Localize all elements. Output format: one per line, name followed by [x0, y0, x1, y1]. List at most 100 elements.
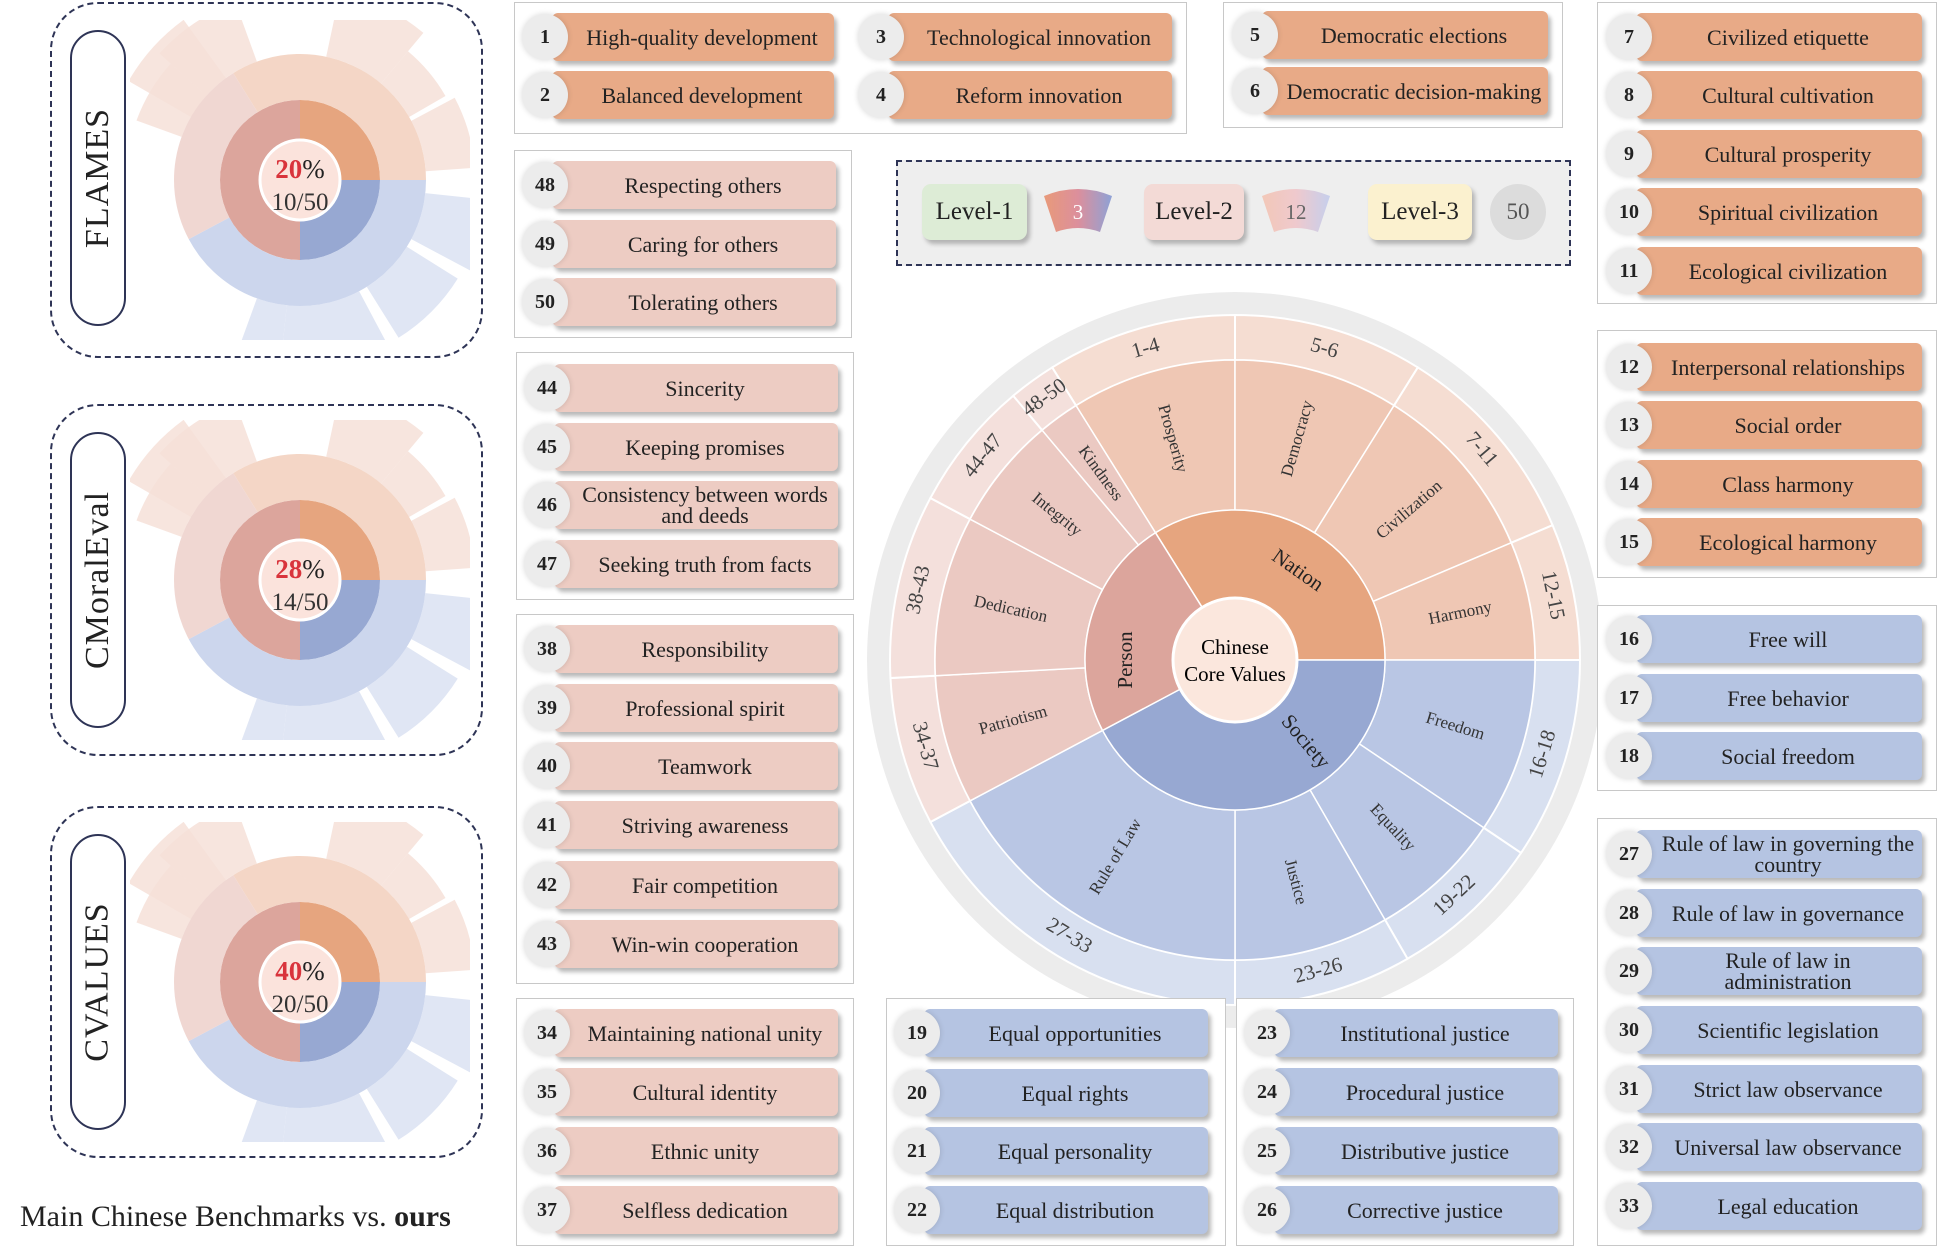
value-item-label: Equal opportunities: [924, 1009, 1208, 1057]
value-item-label: Class harmony: [1636, 460, 1922, 508]
value-item-label: Cultural prosperity: [1636, 130, 1922, 178]
value-item-number: 36: [524, 1128, 570, 1174]
benchmark-percent-sign: %: [302, 956, 325, 986]
value-item-number: 4: [858, 72, 904, 118]
value-item-number: 42: [524, 862, 570, 908]
legend-level-2-count: 12: [1286, 200, 1307, 224]
value-item-label: Corrective justice: [1274, 1186, 1558, 1234]
mini-outer-petal: [136, 463, 207, 537]
mini-mid-ring: [173, 875, 258, 1042]
wheel-center-line1: Chinese: [1201, 635, 1269, 659]
legend-level-3-count: 50: [1490, 184, 1546, 240]
value-item-label: Free will: [1636, 615, 1922, 663]
value-item-number: 10: [1606, 189, 1652, 235]
value-item-label: Social freedom: [1636, 732, 1922, 780]
value-item-label: Scientific legislation: [1636, 1006, 1922, 1054]
mini-outer-petal: [411, 995, 470, 1073]
mini-outer-petal: [241, 298, 287, 340]
mini-mid-ring: [188, 982, 426, 1108]
benchmark-label-cmoraleval: CMoralEval: [70, 432, 126, 728]
value-item-label: Reform innovation: [888, 71, 1172, 119]
figure-caption: Main Chinese Benchmarks vs. ours: [20, 1200, 451, 1234]
mini-outer-petal: [411, 497, 470, 572]
legend-level-3: Level-3: [1368, 184, 1472, 240]
mini-inner-ring: [300, 580, 380, 660]
mini-outer-petal: [366, 246, 458, 338]
value-item-number: 35: [524, 1069, 570, 1115]
value-item-number: 37: [524, 1187, 570, 1233]
value-item-number: 3: [858, 14, 904, 60]
value-item-label: Respecting others: [552, 161, 836, 209]
benchmark-fraction: 14/50: [272, 589, 329, 616]
value-item-number: 9: [1606, 131, 1652, 177]
value-item-number: 45: [524, 424, 570, 470]
value-item-label: Equal personality: [924, 1127, 1208, 1175]
caption-text: Main Chinese Benchmarks vs.: [20, 1200, 395, 1233]
legend-level-3-label: Level-3: [1381, 198, 1459, 225]
value-item-label: Fair competition: [554, 861, 838, 909]
mini-mid-ring: [188, 180, 426, 306]
mini-mid-ring: [188, 580, 426, 706]
legend-level-2-label: Level-2: [1155, 198, 1233, 225]
value-item-number: 2: [522, 72, 568, 118]
value-item-number: 38: [524, 626, 570, 672]
value-item-label: Keeping promises: [554, 423, 838, 471]
value-item-label: Legal education: [1636, 1182, 1922, 1230]
mini-mid-ring: [233, 454, 426, 580]
legend-level-1: Level-1: [922, 184, 1027, 240]
legend-level-2: Level-2: [1144, 184, 1244, 240]
mini-outer-petal: [326, 822, 424, 886]
benchmark-percent-value: 40: [275, 956, 302, 986]
benchmark-panel-flames: [50, 2, 483, 358]
value-item-number: 27: [1606, 831, 1652, 877]
benchmark-sunburst-flames: 20%10/50: [130, 20, 470, 340]
benchmark-label-flames: FLAMES: [70, 30, 126, 326]
value-item-label: Professional spirit: [554, 684, 838, 732]
mini-outer-petal: [159, 420, 257, 496]
value-item-number: 5: [1232, 12, 1278, 58]
value-item-label: Maintaining national unity: [554, 1009, 838, 1057]
mini-outer-petal: [380, 51, 446, 117]
value-item-label: Distributive justice: [1274, 1127, 1558, 1175]
mini-center: [258, 138, 342, 222]
level1-label-person: Person: [1113, 631, 1137, 689]
value-item-label: Win-win cooperation: [554, 920, 838, 968]
benchmark-percent: 28%: [275, 554, 325, 584]
value-item-number: 28: [1606, 890, 1652, 936]
value-item-label: Responsibility: [554, 625, 838, 673]
mini-inner-ring: [300, 100, 380, 180]
value-item-number: 47: [524, 541, 570, 587]
value-item-number: 1: [522, 14, 568, 60]
mini-outer-petal: [380, 853, 446, 919]
mini-outer-petal: [283, 1093, 386, 1142]
mini-center: [258, 940, 342, 1024]
wheel-center: [1171, 596, 1299, 724]
value-item-number: 44: [524, 365, 570, 411]
value-item-label: Universal law observance: [1636, 1123, 1922, 1171]
